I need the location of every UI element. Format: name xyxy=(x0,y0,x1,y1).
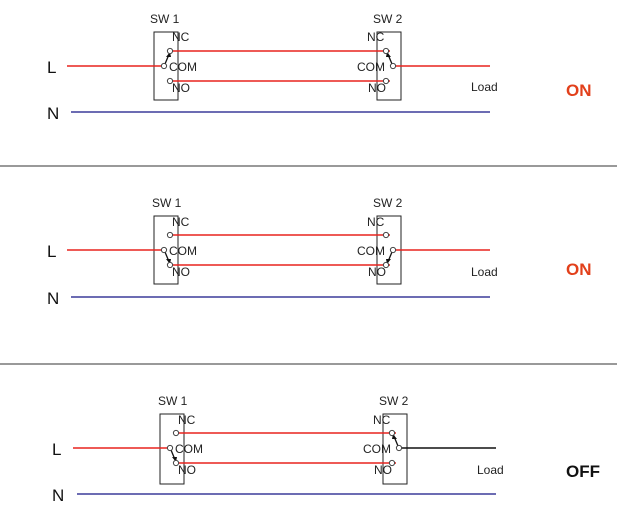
load-label: Load xyxy=(471,80,498,94)
load-label: Load xyxy=(471,265,498,279)
sw1-no-terminal xyxy=(166,77,174,85)
sw1-nc-terminal xyxy=(172,429,180,437)
sw1-nc-terminal xyxy=(166,47,174,55)
sw2-com-terminal xyxy=(389,246,397,254)
wiring-panel-1: SW 1 SW 2 NC COM NO NC COM NO L N Load O… xyxy=(47,12,592,123)
status-label: ON xyxy=(566,260,592,279)
sw1-nc-label: NC xyxy=(172,30,190,44)
sw2-com-terminal xyxy=(389,62,397,70)
sw1-nc-label: NC xyxy=(172,215,190,229)
sw2-no-terminal xyxy=(382,77,390,85)
sw2-nc-terminal xyxy=(388,429,396,437)
sw2-body xyxy=(382,413,408,485)
sw1-label: SW 1 xyxy=(158,394,188,408)
sw1-com-terminal xyxy=(160,62,168,70)
status-label: OFF xyxy=(566,462,600,481)
sw1-nc-label: NC xyxy=(178,413,196,427)
sw2-com-label: COM xyxy=(363,442,391,456)
sw2-nc-label: NC xyxy=(373,413,391,427)
wiring-panel-2: SW 1 SW 2 NC COM NO NC COM NO L N Load O… xyxy=(47,196,592,308)
sw2-no-label: NO xyxy=(368,81,386,95)
sw1-nc-terminal xyxy=(166,231,174,239)
sw1-com-label: COM xyxy=(175,442,203,456)
sw1-no-label: NO xyxy=(172,265,190,279)
sw2-com-label: COM xyxy=(357,60,385,74)
sw2-no-terminal xyxy=(388,459,396,467)
sw1-label: SW 1 xyxy=(152,196,182,210)
sw2-com-terminal xyxy=(395,444,403,452)
sw1-no-terminal xyxy=(166,261,174,269)
neutral-label: N xyxy=(52,486,64,505)
status-label: ON xyxy=(566,81,592,100)
line-label: L xyxy=(47,242,56,261)
sw2-com-label: COM xyxy=(357,244,385,258)
line-label: L xyxy=(47,58,56,77)
sw1-com-terminal xyxy=(160,246,168,254)
sw1-body xyxy=(159,413,185,485)
sw2-label: SW 2 xyxy=(379,394,409,408)
sw1-no-label: NO xyxy=(178,463,196,477)
sw2-no-label: NO xyxy=(374,463,392,477)
wiring-panel-3: SW 1 SW 2 NC COM NO NC COM NO L N Load O… xyxy=(52,394,600,505)
sw2-nc-terminal xyxy=(382,47,390,55)
line-label: L xyxy=(52,440,61,459)
sw2-no-terminal xyxy=(382,261,390,269)
neutral-label: N xyxy=(47,104,59,123)
sw2-label: SW 2 xyxy=(373,12,403,26)
sw1-no-terminal xyxy=(172,459,180,467)
sw1-com-terminal xyxy=(166,444,174,452)
sw2-nc-terminal xyxy=(382,231,390,239)
sw1-com-label: COM xyxy=(169,244,197,258)
load-label: Load xyxy=(477,463,504,477)
sw1-label: SW 1 xyxy=(150,12,180,26)
sw2-label: SW 2 xyxy=(373,196,403,210)
sw2-no-label: NO xyxy=(368,265,386,279)
sw2-nc-label: NC xyxy=(367,215,385,229)
neutral-label: N xyxy=(47,289,59,308)
sw1-no-label: NO xyxy=(172,81,190,95)
sw2-nc-label: NC xyxy=(367,30,385,44)
sw1-com-label: COM xyxy=(169,60,197,74)
